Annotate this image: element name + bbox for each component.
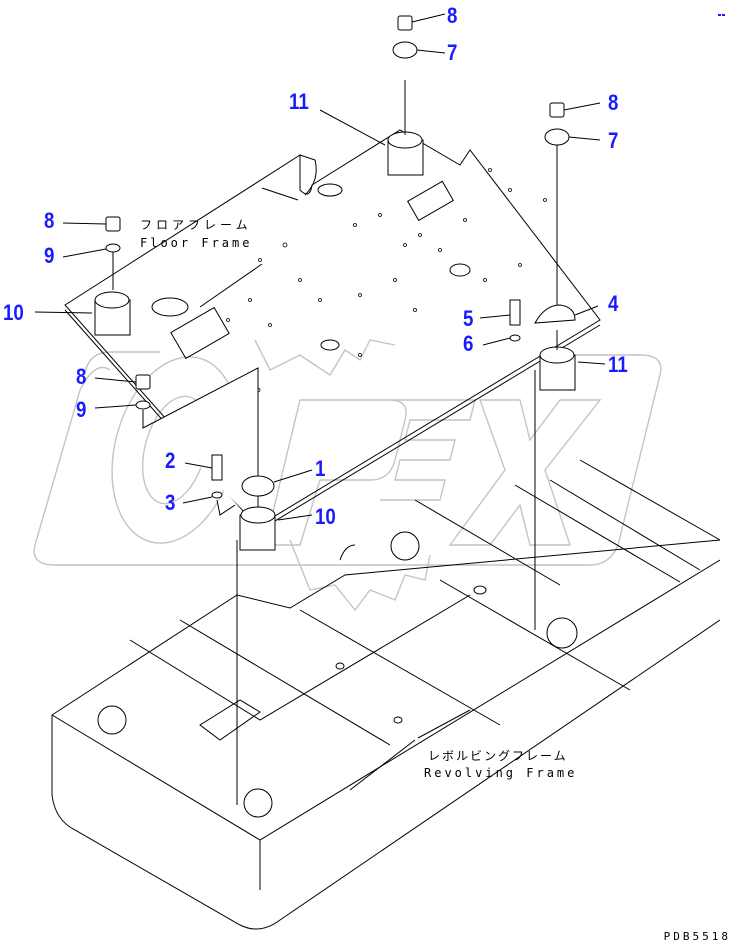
callout-6: 6: [463, 331, 474, 356]
callout-8: 8: [608, 90, 619, 115]
floor-frame-plate: [64, 129, 601, 531]
callout-9: 9: [44, 243, 55, 268]
callout-8: 8: [76, 364, 87, 389]
callout-2: 2: [165, 448, 176, 473]
callout-8: 8: [44, 208, 55, 233]
callout-7: 7: [447, 40, 458, 65]
floor-frame-label-en: Floor Frame: [140, 236, 253, 250]
callout-1: 1: [315, 456, 326, 481]
callout-11: 11: [289, 89, 309, 114]
revolving-frame-label-jp: レボルビングフレーム: [428, 749, 568, 763]
callout-11: 11: [608, 352, 628, 377]
plate-holes: [226, 168, 547, 393]
callout-10: 10: [3, 300, 24, 325]
revolving-frame-label-en: Revolving Frame: [424, 766, 578, 780]
callout-5: 5: [463, 306, 474, 331]
hardware-parts: [94, 15, 576, 805]
revolving-frame: [51, 459, 721, 930]
callout-10: 10: [315, 504, 336, 529]
corner-mark-icon: [718, 3, 727, 16]
document-id: PDB5518: [663, 930, 731, 943]
leader-lines: [34, 13, 606, 791]
callout-3: 3: [165, 490, 176, 515]
floor-frame-label-jp: フロアフレーム: [140, 218, 252, 232]
callout-9: 9: [76, 397, 87, 422]
callout-7: 7: [608, 128, 619, 153]
callout-4: 4: [608, 291, 619, 316]
callout-8: 8: [447, 3, 458, 28]
